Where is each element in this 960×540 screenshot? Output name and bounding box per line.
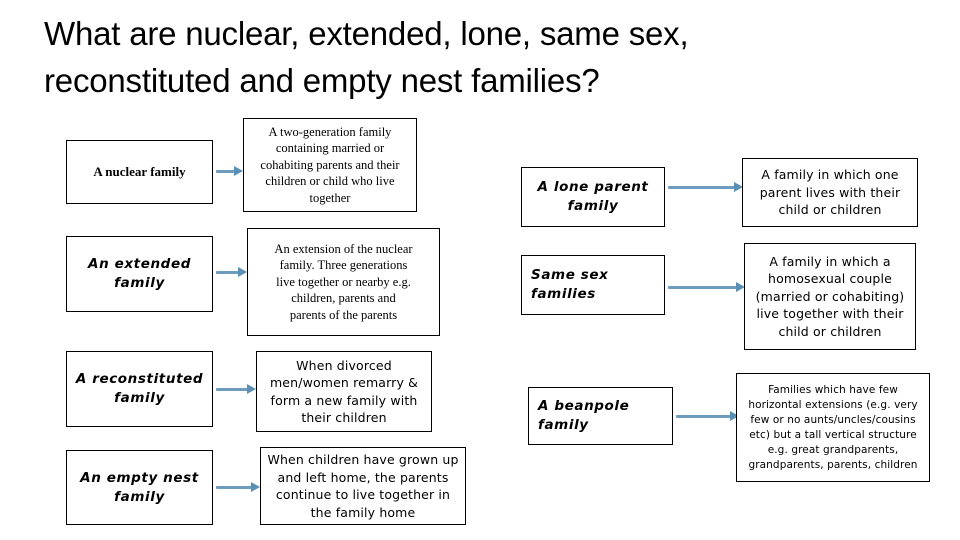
term-label-extended-family: An extended family: [88, 256, 191, 291]
description-text-empty-nest-family: When children have grown up and left hom…: [267, 452, 459, 520]
term-box-empty-nest-family[interactable]: An empty nest family: [66, 450, 213, 525]
description-box-extended-family[interactable]: An extension of the nuclear family. Thre…: [247, 228, 440, 336]
arrow-beanpole-family: [676, 411, 740, 422]
description-text-nuclear-family: A two-generation family containing marri…: [260, 124, 400, 205]
description-text-extended-family: An extension of the nuclear family. Thre…: [274, 241, 413, 322]
term-label-nuclear-family: A nuclear family: [93, 164, 186, 179]
description-box-same-sex-families[interactable]: A family in which a homosexual couple (m…: [744, 243, 916, 350]
description-box-reconstituted-family[interactable]: When divorced men/women remarry & form a…: [256, 351, 432, 432]
description-box-beanpole-family[interactable]: Families which have few horizontal exten…: [736, 373, 930, 482]
description-box-empty-nest-family[interactable]: When children have grown up and left hom…: [260, 447, 466, 525]
arrow-lone-parent-family: [668, 182, 744, 193]
term-label-same-sex-families: Same sex families: [531, 267, 609, 302]
description-text-beanpole-family: Families which have few horizontal exten…: [748, 383, 918, 471]
term-label-lone-parent-family: A lone parent family: [537, 179, 649, 214]
term-box-extended-family[interactable]: An extended family: [66, 236, 213, 312]
arrow-reconstituted-family: [216, 384, 257, 395]
term-box-nuclear-family[interactable]: A nuclear family: [66, 140, 213, 204]
term-box-lone-parent-family[interactable]: A lone parent family: [521, 167, 665, 227]
description-text-lone-parent-family: A family in which one parent lives with …: [759, 167, 901, 218]
description-text-reconstituted-family: When divorced men/women remarry & form a…: [269, 357, 419, 426]
term-box-reconstituted-family[interactable]: A reconstituted family: [66, 351, 213, 427]
term-label-reconstituted-family: A reconstituted family: [75, 371, 204, 406]
page-title: What are nuclear, extended, lone, same s…: [44, 15, 689, 99]
description-text-same-sex-families: A family in which a homosexual couple (m…: [755, 253, 905, 339]
term-box-same-sex-families[interactable]: Same sex families: [521, 255, 665, 315]
description-box-lone-parent-family[interactable]: A family in which one parent lives with …: [742, 158, 918, 227]
description-box-nuclear-family[interactable]: A two-generation family containing marri…: [243, 118, 417, 212]
arrow-same-sex-families: [668, 282, 746, 293]
term-label-beanpole-family: A beanpole family: [538, 398, 630, 433]
arrow-empty-nest-family: [216, 482, 261, 493]
term-label-empty-nest-family: An empty nest family: [80, 469, 199, 505]
arrow-nuclear-family: [216, 166, 243, 177]
arrow-extended-family: [216, 267, 248, 278]
term-box-beanpole-family[interactable]: A beanpole family: [528, 387, 673, 445]
